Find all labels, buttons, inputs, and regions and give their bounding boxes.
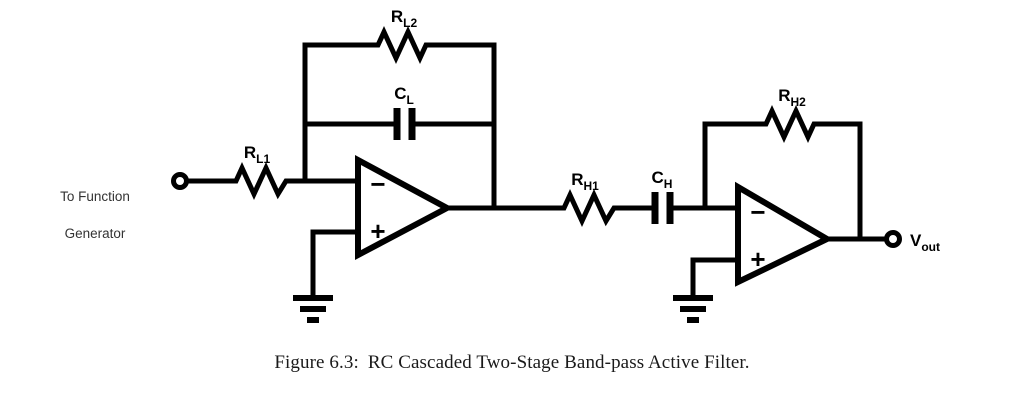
u1-noninverting-sign: +: [370, 216, 385, 246]
opamp-u2: − +: [735, 181, 834, 287]
wire-u1-noninverting-to-gnd: [310, 229, 361, 299]
u1-triangle: [355, 154, 454, 260]
ground-gnd1-group: [293, 229, 361, 323]
rh2-zigzag: [757, 105, 863, 143]
figure-caption: Figure 6.3: RC Cascaded Two-Stage Band-pa…: [0, 352, 1024, 374]
rl2-zigzag: [369, 26, 497, 64]
rl1-zigzag: [225, 162, 308, 200]
wire-u2-noninverting-to-gnd: [690, 257, 741, 299]
u2-triangle: [735, 181, 834, 287]
input-source-line-2: Generator: [64, 225, 126, 241]
output-terminal[interactable]: [884, 230, 902, 248]
resistor-rl1: RL1: [225, 143, 308, 200]
resistor-rh1: RH1: [553, 170, 648, 227]
rh1-zigzag: [553, 189, 648, 227]
u1-inverting-sign: −: [370, 169, 385, 199]
cl-label: CL: [394, 84, 414, 107]
rh2-label: RH2: [778, 86, 806, 109]
input-source-line-1: To Function: [60, 189, 130, 205]
figure-caption-number: Figure 6.3:: [274, 352, 359, 373]
ch-label: CH: [652, 168, 673, 191]
u2-inverting-sign: −: [750, 197, 765, 227]
input-terminal[interactable]: [171, 172, 189, 190]
figure-caption-text: RC Cascaded Two-Stage Band-pass Active F…: [367, 352, 750, 373]
rh1-label: RH1: [571, 170, 599, 193]
opamp-u1: − +: [355, 154, 454, 260]
u2-noninverting-sign: +: [750, 244, 765, 274]
rl1-label: RL1: [244, 143, 271, 166]
input-lead-group: [171, 172, 231, 190]
output-lead-group: Vout: [824, 230, 940, 254]
rl2-label: RL2: [391, 7, 418, 30]
ground-gnd2-group: [673, 257, 741, 323]
resistor-rh2: RH2: [702, 86, 863, 242]
output-label: Vout: [910, 231, 940, 254]
input-source-label: To Function Generator: [20, 170, 170, 261]
resistor-rl2: RL2: [302, 7, 497, 64]
capacitor-ch: CH: [642, 168, 743, 224]
capacitor-cl: CL: [302, 84, 497, 140]
